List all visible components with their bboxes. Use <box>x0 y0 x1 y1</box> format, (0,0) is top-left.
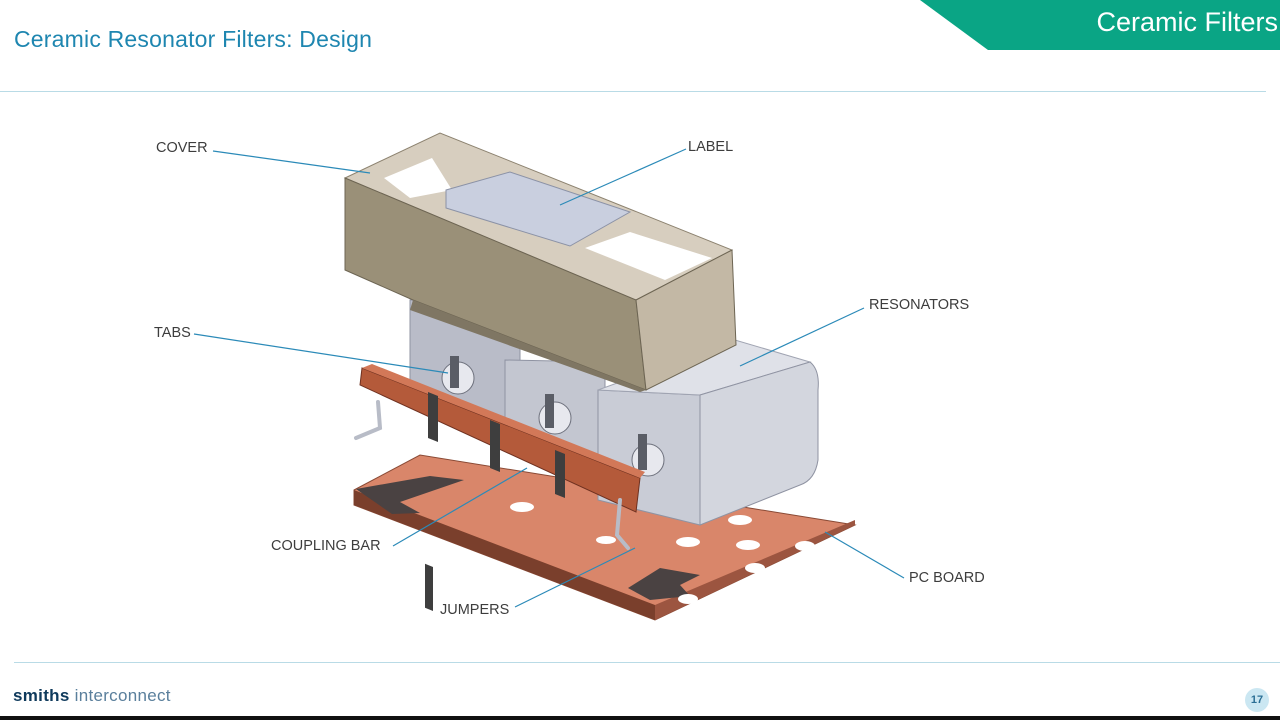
pcb-hole <box>736 540 760 550</box>
callout-cover: COVER <box>156 140 208 156</box>
pcb-notch <box>678 594 698 604</box>
bar-contact <box>425 563 433 611</box>
cover <box>343 132 737 392</box>
callout-label: LABEL <box>688 139 734 155</box>
pcb-notch <box>795 541 815 551</box>
page-number: 17 <box>1245 688 1269 712</box>
logo-light-text: interconnect <box>69 686 171 705</box>
jumpers <box>354 400 630 550</box>
section-title: Ceramic Filters <box>1096 7 1278 37</box>
callout-coupling-bar: COUPLING BAR <box>271 538 381 554</box>
banner-shape <box>920 0 1280 50</box>
label-plate <box>445 171 632 247</box>
footer-divider <box>14 662 1280 663</box>
tab <box>545 394 554 428</box>
bottom-edge-bar <box>0 716 1280 720</box>
pcb-hole <box>596 536 616 544</box>
header-divider <box>0 91 1266 92</box>
callout-leaders <box>193 148 905 608</box>
callout-pc-board: PC BOARD <box>909 570 985 586</box>
tab <box>538 401 572 435</box>
callout-tabs: TABS <box>154 325 191 341</box>
pcb-hole <box>676 537 700 547</box>
slide-title: Ceramic Resonator Filters: Design <box>14 26 373 52</box>
pcb-hole <box>728 515 752 525</box>
company-logo: smiths interconnect <box>13 686 171 706</box>
callout-resonators: RESONATORS <box>869 297 970 313</box>
logo-bold-text: smiths <box>13 686 70 705</box>
tab <box>450 356 459 388</box>
section-banner: Ceramic Filters <box>920 0 1280 52</box>
coupling-bar <box>359 364 645 611</box>
tab <box>638 434 647 470</box>
pcb-notch <box>745 563 765 573</box>
callout-jumpers: JUMPERS <box>440 602 510 618</box>
pcb-hole <box>510 502 534 512</box>
